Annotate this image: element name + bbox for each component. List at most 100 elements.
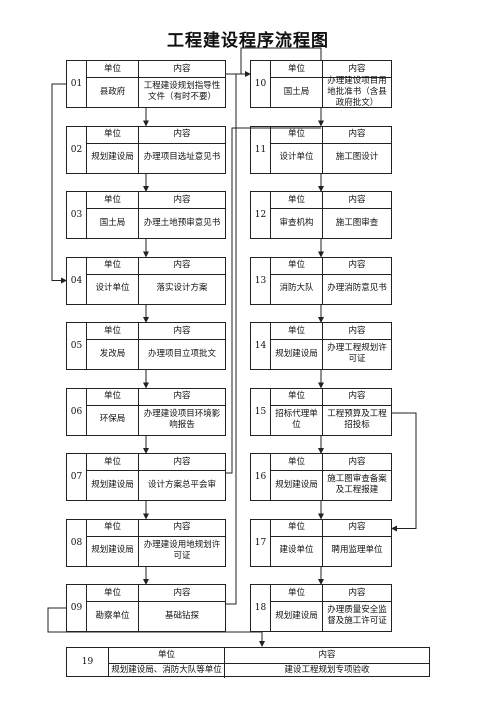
step-content: 落实设计方案 xyxy=(156,283,208,293)
step-content: 工程预算及工程招投标 xyxy=(327,408,387,430)
step-content: 办理工程规划许可证 xyxy=(327,343,387,364)
unit-header: 单位 xyxy=(271,192,323,208)
step-unit: 规划建设局 xyxy=(87,142,139,173)
content-header: 内容 xyxy=(348,325,366,336)
step-unit: 规划建设局 xyxy=(271,601,323,631)
step-unit: 建设单位 xyxy=(271,535,323,566)
step-number: 16 xyxy=(251,454,271,500)
arrow-09-to-10 xyxy=(226,71,251,605)
step-number: 14 xyxy=(251,323,271,369)
content-header: 内容 xyxy=(173,391,191,401)
step-content: 办理土地预审意见书 xyxy=(143,217,221,228)
step-content: 施工图设计 xyxy=(335,152,379,162)
arrow-01-to-04 xyxy=(51,83,67,284)
unit-header: 单位 xyxy=(271,388,323,405)
step-number: 04 xyxy=(67,257,87,304)
content-header: 内容 xyxy=(348,129,366,139)
step-number: 12 xyxy=(251,192,271,238)
content-header: 内容 xyxy=(348,194,366,205)
unit-header: 单位 xyxy=(87,257,139,274)
step-unit: 国土局 xyxy=(87,208,139,238)
content-header: 内容 xyxy=(173,260,191,270)
step-unit: 规划建设局 xyxy=(271,339,323,369)
unit-header: 单位 xyxy=(271,323,323,339)
step-unit: 设计单位 xyxy=(87,273,139,304)
step-unit: 招标代理单位 xyxy=(271,404,323,435)
content-header: 内容 xyxy=(348,587,366,598)
unit-header: 单位 xyxy=(271,61,323,77)
step-content: 工程建设规划指导性文件（有时不要） xyxy=(143,81,221,102)
step-number: 06 xyxy=(67,388,87,435)
step-unit: 规划建设局 xyxy=(87,470,139,500)
step-number: 09 xyxy=(67,585,87,631)
step-number: 02 xyxy=(67,126,87,173)
content-header: 内容 xyxy=(173,522,191,532)
unit-header: 单位 xyxy=(271,257,323,274)
unit-header: 单位 xyxy=(87,388,139,405)
content-header: 内容 xyxy=(348,63,366,74)
content-header: 内容 xyxy=(348,522,366,532)
unit-header: 单位 xyxy=(271,454,323,470)
unit-header: 单位 xyxy=(271,126,323,143)
step-content: 办理项目立项批文 xyxy=(147,348,216,359)
arrow-09-to-19 xyxy=(47,607,265,647)
step-unit: 规划建设局 xyxy=(87,535,139,566)
step-number: 17 xyxy=(251,519,271,566)
step-content: 办理消防意见书 xyxy=(327,283,387,293)
step-content: 办理项目选址意见书 xyxy=(143,152,221,162)
unit-header: 单位 xyxy=(87,323,139,339)
content-header: 内容 xyxy=(348,260,366,270)
arrow-15-to-17 xyxy=(391,412,417,532)
arrow-07-to-11 xyxy=(226,127,321,474)
step-content: 办理质量安全监督及施工许可证 xyxy=(327,605,387,626)
step-content: 施工图审查 xyxy=(335,217,379,228)
step-content: 设计方案总平会审 xyxy=(147,479,216,490)
step-number: 11 xyxy=(251,126,271,173)
step-unit: 设计单位 xyxy=(271,142,323,173)
step-unit: 环保局 xyxy=(87,404,139,435)
step-19-box: 19 单位 内容 规划建设局、消防大队等单位 建设工程规划专项验收 xyxy=(66,647,430,678)
step-number: 08 xyxy=(67,519,87,566)
step-content: 办理建设项目用地批准书（含县政府批文） xyxy=(327,75,387,108)
page-title: 工程建设程序流程图 xyxy=(167,31,329,51)
step-unit: 国土局 xyxy=(271,77,323,107)
unit-header: 单位 xyxy=(109,648,225,663)
step-number: 18 xyxy=(251,585,271,631)
unit-header: 单位 xyxy=(87,585,139,601)
unit-header: 单位 xyxy=(87,126,139,143)
step-unit: 勘察单位 xyxy=(87,601,139,631)
unit-header: 单位 xyxy=(87,519,139,536)
step-number: 05 xyxy=(67,323,87,369)
step-number: 01 xyxy=(67,61,87,107)
step-content: 办理建设用地规划许可证 xyxy=(143,539,221,561)
unit-header: 单位 xyxy=(87,61,139,77)
step-content: 办理建设项目环境影响报告 xyxy=(143,408,221,430)
step-number: 19 xyxy=(67,648,109,676)
step-unit: 规划建设局 xyxy=(271,470,323,500)
step-number: 03 xyxy=(67,192,87,238)
step-content: 基础钻探 xyxy=(164,610,199,621)
arrow-01-to-10 xyxy=(226,47,322,75)
step-number: 10 xyxy=(251,61,271,107)
step-unit: 规划建设局、消防大队等单位 xyxy=(109,663,225,678)
step-number: 07 xyxy=(67,454,87,500)
unit-header: 单位 xyxy=(271,585,323,601)
step-content: 聘用监理单位 xyxy=(331,545,383,555)
step-unit: 发改局 xyxy=(87,339,139,369)
step-unit: 县政府 xyxy=(87,77,139,107)
step-number: 15 xyxy=(251,388,271,435)
content-header: 内容 xyxy=(173,325,191,336)
content-header: 内容 xyxy=(173,63,191,74)
content-header: 内容 xyxy=(318,650,336,660)
unit-header: 单位 xyxy=(87,192,139,208)
